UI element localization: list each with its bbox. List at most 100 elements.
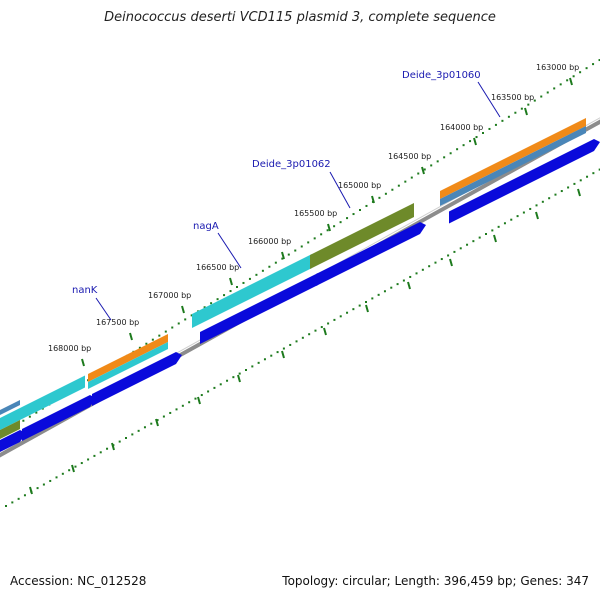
ruler-dot (585, 67, 588, 70)
major-tick (181, 305, 185, 314)
ruler-dot (313, 237, 316, 240)
gene-arrow (200, 273, 324, 344)
tick-label: 163000 bp (536, 63, 579, 72)
tick-label: 165000 bp (338, 181, 381, 190)
ruler-dot (23, 494, 26, 497)
ruler-dot (314, 329, 317, 332)
ruler-dot (320, 326, 323, 329)
ruler-dot (42, 483, 45, 486)
ruler-dot (232, 376, 235, 379)
ruler-dot (352, 308, 355, 311)
tick-label: 163500 bp (491, 93, 534, 102)
ruler-dot (263, 358, 266, 361)
ruler-dot (248, 277, 251, 280)
minor-tick (111, 442, 115, 451)
cyan-feature-band (192, 254, 312, 328)
ruler-dot (164, 330, 167, 333)
ruler-dot (333, 225, 336, 228)
ruler-dot (5, 505, 7, 507)
ruler-dot (245, 369, 247, 371)
ruler-dot (169, 411, 172, 414)
ruler-dot (572, 75, 575, 78)
ruler-dot (566, 79, 569, 82)
ruler-dot (289, 343, 292, 346)
ruler-dot (391, 188, 394, 191)
gene-arrow (92, 352, 182, 406)
ruler-dot (210, 302, 213, 305)
ruler-dot (55, 476, 58, 479)
ruler-dot (11, 501, 14, 504)
ruler-dot (352, 213, 355, 216)
gene-arrow (0, 430, 26, 452)
ruler-dot (295, 340, 298, 343)
tick-label: 164000 bp (440, 123, 483, 132)
map-title: Deinococcus deserti VCD115 plasmid 3, co… (104, 10, 496, 25)
gene-arrow (316, 222, 426, 286)
ruler-dot (151, 338, 154, 341)
ruler-dot (554, 193, 557, 196)
ruler-dot (598, 168, 600, 171)
ruler-dot (459, 247, 462, 250)
ruler-dot (430, 164, 433, 167)
orange-feature-band (88, 334, 168, 382)
ruler-dot (326, 229, 329, 232)
ruler-dot (87, 458, 90, 461)
ruler-dot (125, 437, 127, 439)
ruler-dot (219, 383, 222, 386)
ruler-dot (300, 245, 303, 248)
minor-tick (365, 304, 369, 313)
ruler-dot (440, 258, 443, 261)
ruler-dot (261, 269, 264, 272)
label-leader-line (329, 171, 351, 209)
ruler-dot (268, 265, 271, 268)
ruler-dot (251, 365, 254, 368)
ruler-dot (181, 404, 184, 407)
ruler-dot (255, 273, 258, 276)
ruler-dot (308, 333, 311, 336)
olive-feature-band (0, 420, 20, 439)
ruler-dot (402, 279, 405, 282)
major-tick (421, 166, 425, 175)
tick-label: 164500 bp (388, 152, 431, 161)
ruler-dot (423, 168, 426, 171)
minor-tick (197, 396, 201, 405)
ruler-dot (510, 218, 513, 221)
ruler-dot (436, 160, 439, 163)
major-tick (229, 277, 233, 286)
ruler-dot (409, 275, 412, 278)
ruler-dot (274, 261, 277, 264)
ruler-dot (421, 268, 424, 271)
gene-arrows (0, 139, 600, 452)
ruler-dot (216, 298, 219, 301)
ruler-dot (397, 184, 400, 187)
ruler-dot (358, 304, 361, 307)
ruler-dot (137, 429, 140, 432)
ruler-dot (573, 182, 576, 185)
minor-tick (407, 281, 411, 290)
gene-label: Deide_3p01062 (252, 159, 331, 170)
minor-tick (237, 374, 241, 383)
ruler-dot (491, 229, 494, 232)
ruler-dot (462, 144, 465, 147)
tick-label: 168000 bp (48, 344, 91, 353)
minor-tick (323, 327, 327, 336)
minor-tick (155, 418, 159, 427)
ruler-dot (475, 136, 478, 139)
tick-label: 167500 bp (96, 318, 139, 327)
ruler-dot (238, 372, 241, 375)
ruler-dot (270, 354, 273, 357)
ruler-dot (529, 207, 532, 210)
ruler-dot (320, 233, 323, 236)
ruler-dot (453, 250, 456, 253)
ruler-dot (236, 286, 238, 288)
label-leader-line (477, 81, 501, 118)
ruler-dot (301, 336, 304, 339)
major-tick (569, 77, 573, 86)
ruler-dot (171, 326, 174, 329)
ruler-dot (175, 408, 178, 411)
ruler-dot (540, 95, 543, 98)
ruler-dot (527, 103, 530, 106)
ruler-dot (535, 204, 538, 207)
